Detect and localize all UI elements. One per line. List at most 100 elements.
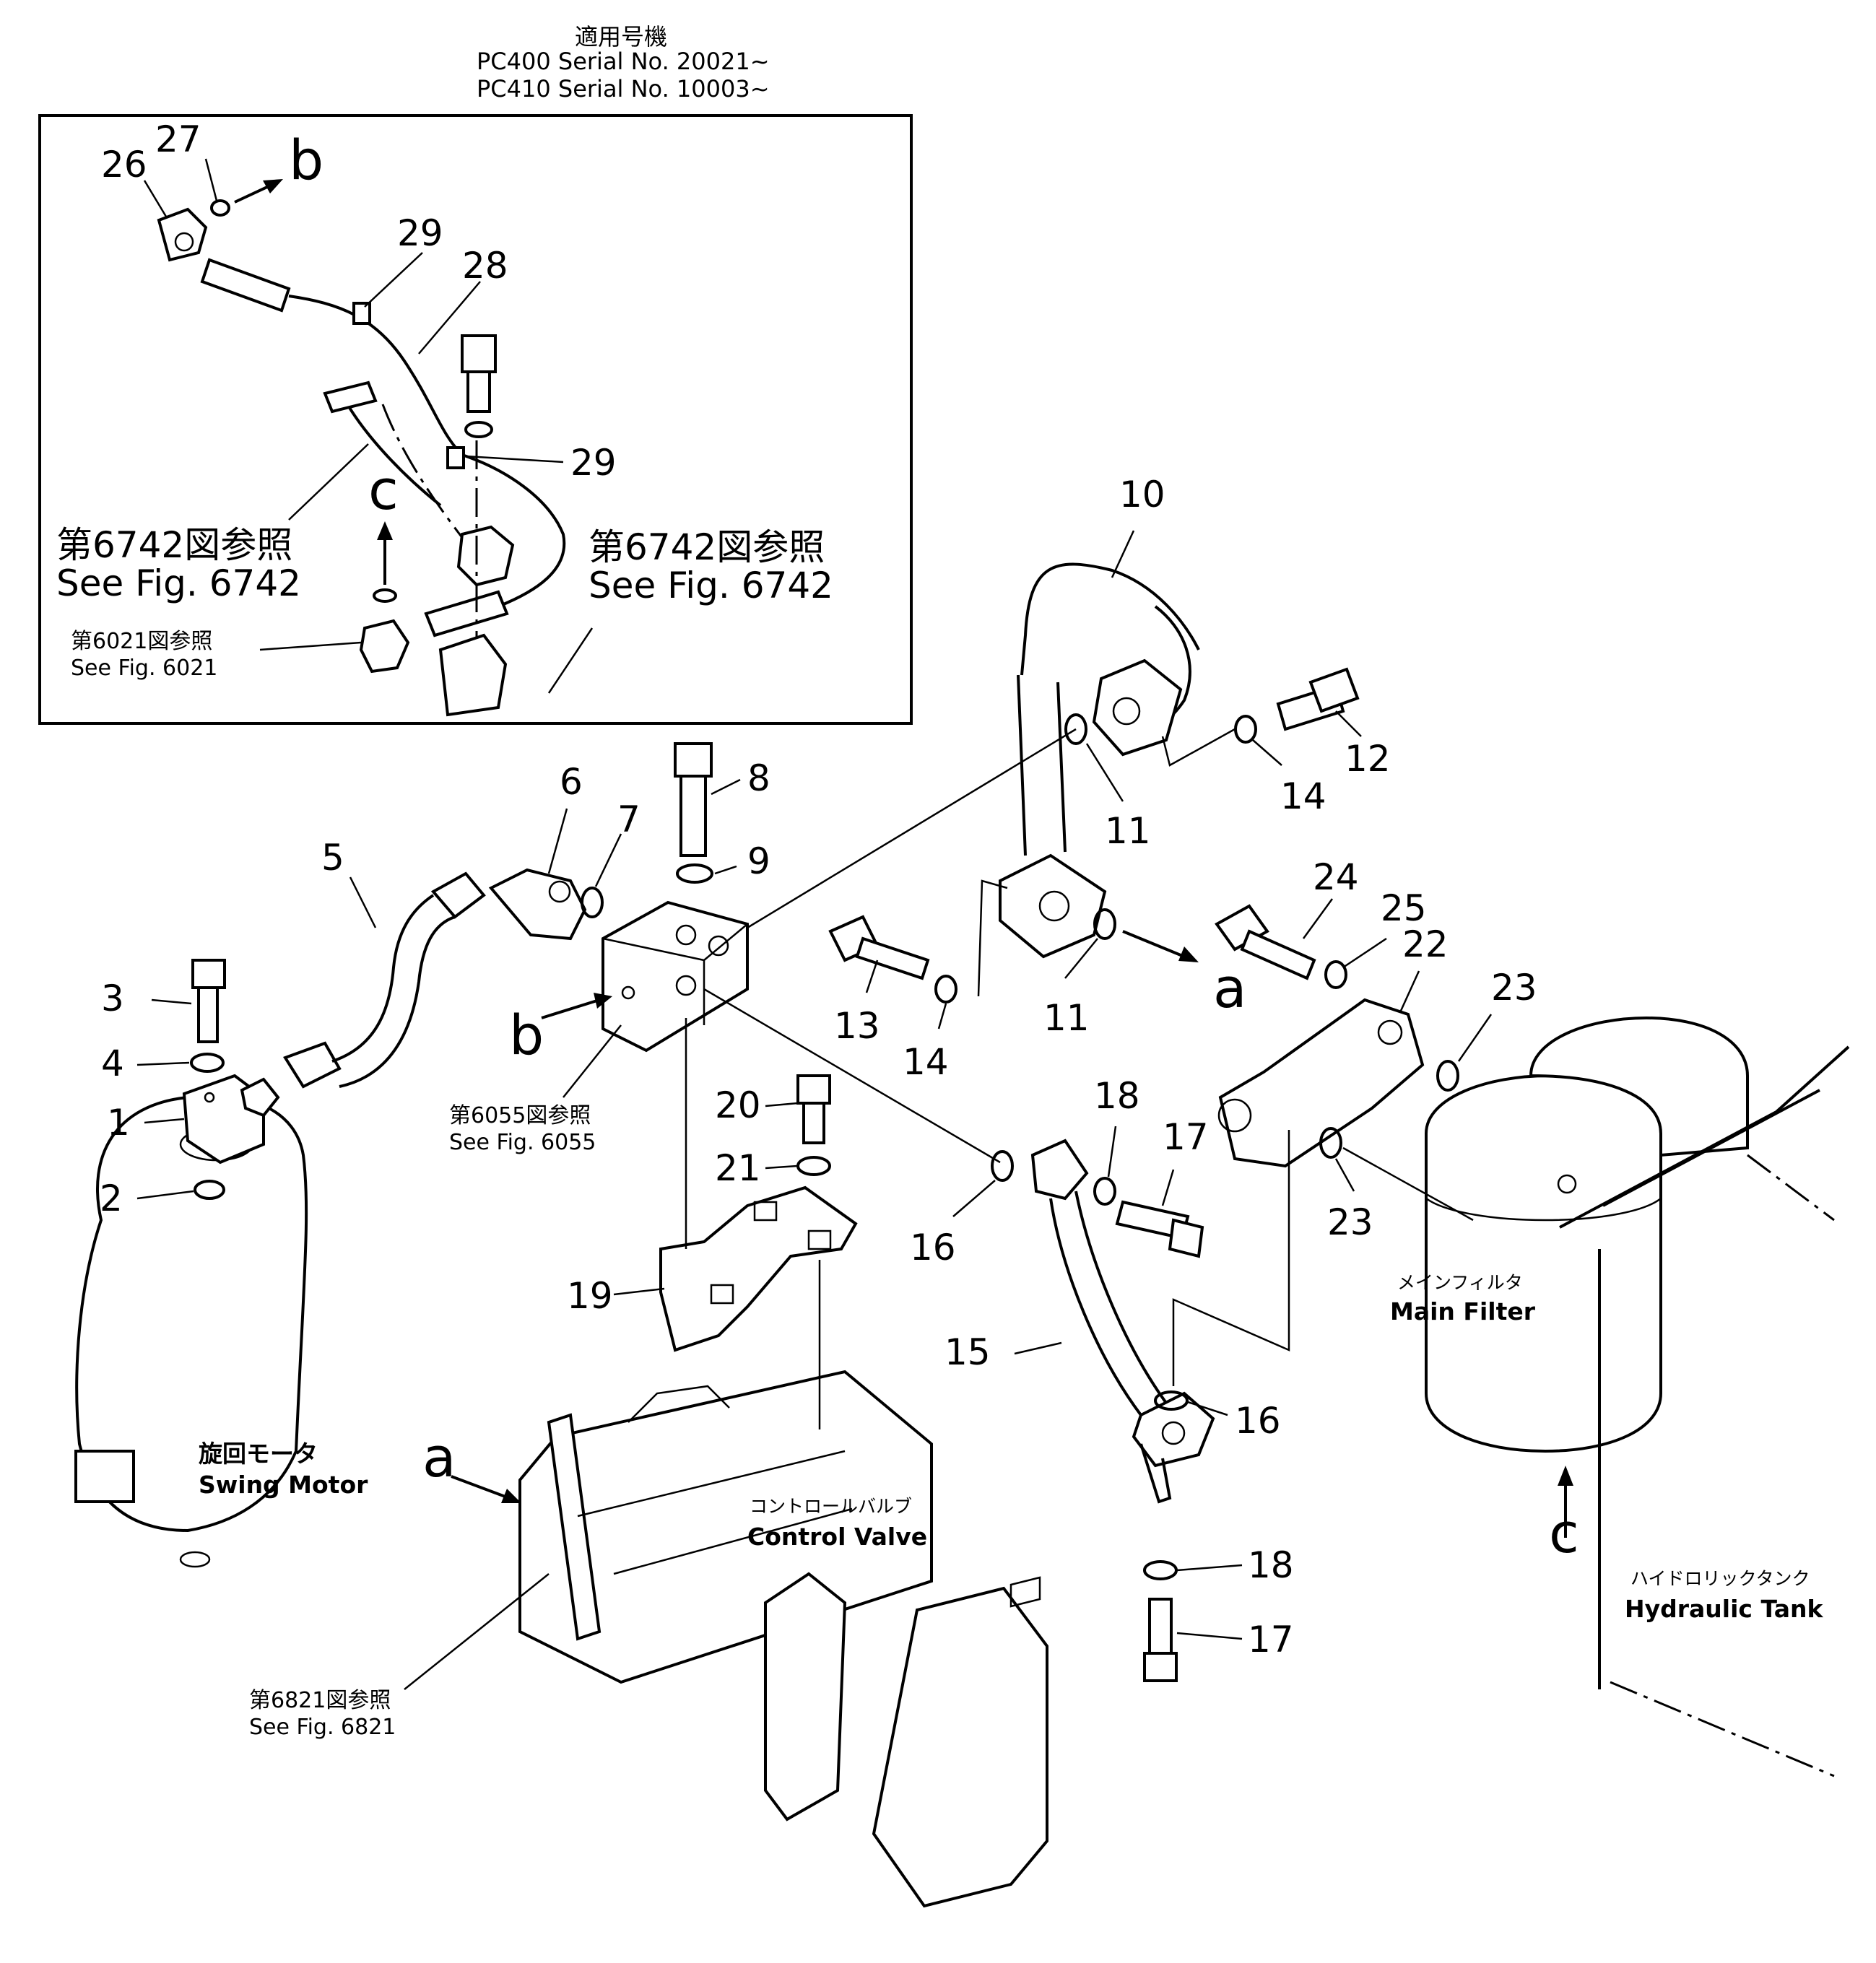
inset-arrowhead-b xyxy=(263,179,283,193)
main-filter xyxy=(1425,1016,1749,1453)
leader-16-lower xyxy=(1187,1401,1228,1416)
letter-a-right: a xyxy=(1213,956,1247,1020)
leader-fig6055 xyxy=(563,1024,622,1098)
inset-ref-6021-en: See Fig. 6021 xyxy=(71,656,217,681)
bolt-3 xyxy=(191,959,226,1043)
leader-fig6821 xyxy=(404,1573,550,1690)
bolt-20 xyxy=(796,1074,831,1144)
inset-letter-c: c xyxy=(368,458,399,522)
inset-arrowhead-c xyxy=(377,521,393,540)
leader-4 xyxy=(136,1061,190,1066)
ref-6055-jp: 第6055図参照 xyxy=(449,1103,591,1128)
callout-21: 21 xyxy=(715,1147,761,1189)
leader-12 xyxy=(1335,710,1362,737)
inset-leader-28 xyxy=(418,281,481,354)
serial-header: 適用号機 PC400 Serial No. 20021~ PC410 Seria… xyxy=(477,23,770,103)
leader-24 xyxy=(1302,898,1334,939)
inset-elbow-26 xyxy=(157,207,208,262)
callout-13: 13 xyxy=(834,1005,880,1047)
washer-4 xyxy=(190,1053,225,1073)
callout-24: 24 xyxy=(1313,856,1359,898)
callout-5: 5 xyxy=(321,837,344,879)
inset-oring-27 xyxy=(210,199,230,217)
inset-washer xyxy=(373,588,397,603)
leader-14-upper xyxy=(1252,739,1282,766)
inset-leader-27 xyxy=(204,158,218,201)
leader-20 xyxy=(765,1102,799,1107)
inset-ref-right-en: See Fig. 6742 xyxy=(589,565,833,606)
inset-callout-29-lower: 29 xyxy=(570,442,617,484)
ref-6055-en: See Fig. 6055 xyxy=(449,1130,596,1155)
flange-1 xyxy=(182,1074,280,1165)
leader-3 xyxy=(151,998,192,1005)
swing-motor xyxy=(74,1094,308,1568)
oring-23-upper xyxy=(1436,1060,1459,1092)
inset-callout-26: 26 xyxy=(101,144,147,186)
header-line-pc410: PC410 Serial No. 10003~ xyxy=(477,75,770,103)
washer-18-upper xyxy=(1093,1177,1116,1206)
callout-16-lower: 16 xyxy=(1235,1400,1281,1442)
inset-letter-b: b xyxy=(289,128,323,192)
callout-7: 7 xyxy=(617,798,640,840)
inset-callout-29-upper: 29 xyxy=(397,212,443,254)
callout-11-upper: 11 xyxy=(1105,810,1151,852)
callout-3: 3 xyxy=(101,978,124,1019)
control-valve xyxy=(518,1370,1048,1908)
hose-5 xyxy=(282,871,486,1089)
washer-18-lower xyxy=(1143,1560,1178,1580)
arrow-a-right xyxy=(1122,930,1185,958)
callout-19: 19 xyxy=(567,1275,613,1317)
arrowhead-c xyxy=(1558,1466,1573,1486)
control-valve-label-en: Control Valve xyxy=(747,1523,927,1551)
callout-10: 10 xyxy=(1119,474,1165,515)
oring-11-lower xyxy=(1093,908,1116,940)
arrow-b xyxy=(541,998,600,1019)
leader-18-lower xyxy=(1176,1564,1243,1572)
arrowhead-b xyxy=(594,993,612,1009)
leader-6 xyxy=(547,808,568,874)
centerline-valve-to-pipe10 xyxy=(747,728,1077,929)
callout-14-lower: 14 xyxy=(903,1041,949,1083)
ref-6821-en: See Fig. 6821 xyxy=(249,1715,396,1740)
inset-leader-ref-right xyxy=(547,627,594,694)
inset-ref-right-jp: 第6742図参照 xyxy=(589,526,825,568)
oring-23-lower xyxy=(1319,1127,1342,1159)
bolt-8 xyxy=(674,742,713,857)
callout-8: 8 xyxy=(747,757,770,799)
callout-25: 25 xyxy=(1381,887,1427,929)
elbow-6 xyxy=(488,868,587,941)
inset-leader-29a xyxy=(364,252,423,308)
callout-23-lower: 23 xyxy=(1327,1201,1373,1243)
leader-23-upper xyxy=(1457,1014,1493,1062)
oring-16-lower xyxy=(1154,1390,1189,1411)
bolt-13 xyxy=(828,915,930,980)
hydraulic-tank xyxy=(1559,1045,1850,1777)
inset-panel: 26 27 28 29 29 b c 第6742図参照 See Fig. 674… xyxy=(38,114,913,725)
leader-8 xyxy=(711,778,741,796)
arrow-a-left xyxy=(451,1475,510,1500)
control-valve-label-jp: コントロールバルブ xyxy=(750,1496,912,1517)
washer-25 xyxy=(1324,960,1347,989)
inset-hose-28 xyxy=(200,258,566,637)
inset-callout-28: 28 xyxy=(462,245,508,287)
inset-ref-left-en: See Fig. 6742 xyxy=(56,562,301,604)
callout-23-upper: 23 xyxy=(1491,967,1537,1009)
leader-9 xyxy=(714,865,737,875)
arrowhead-a-right xyxy=(1178,946,1199,962)
pipe-15 xyxy=(1030,1139,1215,1504)
inset-clip-29-upper xyxy=(352,302,371,325)
callout-9: 9 xyxy=(747,840,770,882)
centerline-pipe10-bolt12 xyxy=(1161,728,1236,767)
header-line-pc400: PC400 Serial No. 20021~ xyxy=(477,48,770,75)
letter-a-left: a xyxy=(422,1425,456,1489)
inset-bracket xyxy=(456,525,515,587)
oring-11-upper xyxy=(1064,713,1087,745)
inset-callout-27: 27 xyxy=(155,118,201,160)
callout-11-lower: 11 xyxy=(1043,997,1090,1039)
leader-21 xyxy=(765,1165,798,1170)
inset-fitting-ref xyxy=(359,619,410,674)
callout-15: 15 xyxy=(944,1331,991,1373)
oring-7 xyxy=(581,887,604,918)
inset-frame xyxy=(38,114,913,725)
washer-14-lower xyxy=(934,975,957,1004)
